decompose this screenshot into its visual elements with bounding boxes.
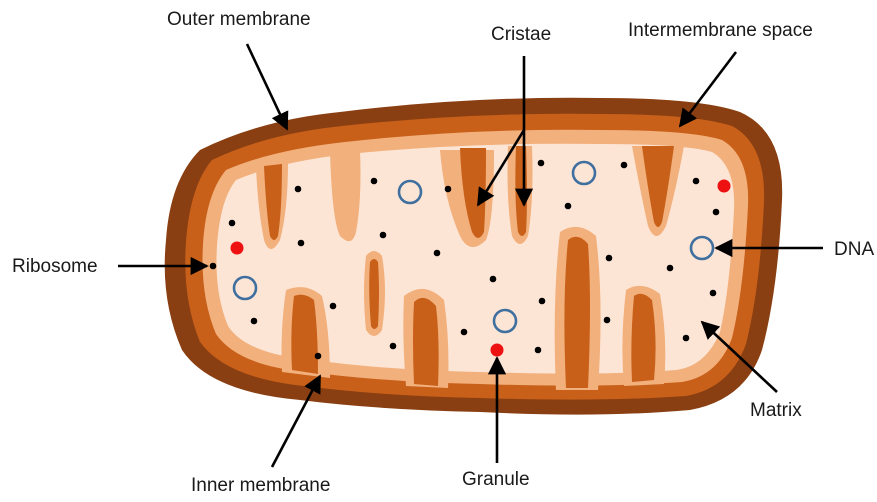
- label-cristae: Cristae: [491, 25, 551, 44]
- label-dna: DNA: [834, 240, 874, 259]
- label-ribosome: Ribosome: [12, 257, 98, 276]
- label-outer-membrane: Outer membrane: [167, 10, 311, 29]
- label-inner-membrane: Inner membrane: [191, 476, 330, 495]
- label-matrix: Matrix: [750, 401, 802, 420]
- label-granule: Granule: [462, 470, 530, 489]
- arrow-outer-membrane: [247, 44, 287, 129]
- label-intermembrane-space: Intermembrane space: [628, 21, 813, 40]
